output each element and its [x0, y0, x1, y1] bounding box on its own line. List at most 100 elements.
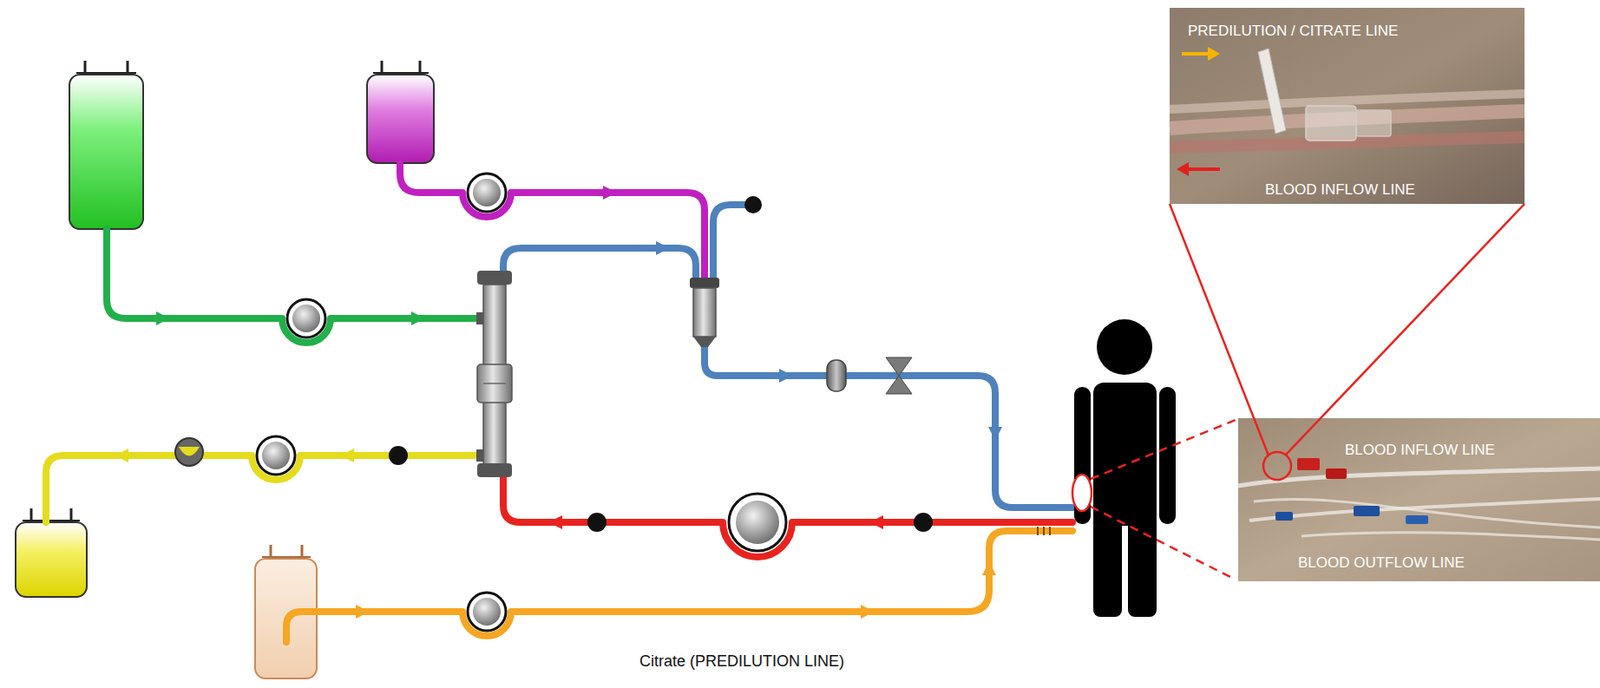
line-ticks — [1049, 526, 1051, 536]
photo-inset-bottom — [1325, 468, 1347, 479]
zoom-leader — [1090, 506, 1236, 580]
drip-chamber — [693, 336, 716, 348]
dialysate-bag — [69, 74, 144, 230]
dialysate-bag — [69, 60, 144, 230]
hemofilter — [476, 449, 484, 462]
photo-inset-top — [1169, 7, 1525, 204]
flow-arrow — [982, 561, 997, 576]
drip-chamber — [693, 288, 716, 337]
blood-leak-detector — [178, 446, 200, 457]
pump-rotor — [467, 592, 506, 631]
flow-arrow — [988, 426, 1003, 441]
pump-rotor — [292, 304, 321, 333]
patient-figure — [1159, 386, 1176, 525]
photo-inset-bottom — [1301, 532, 1600, 540]
line-clamp — [885, 357, 912, 376]
effluent-bag — [15, 522, 87, 597]
flow-arrow — [779, 368, 794, 383]
citrate-bag — [262, 556, 311, 558]
photo-inset-top — [1258, 48, 1286, 134]
access-site-marker — [1072, 474, 1092, 512]
hemofilter — [483, 382, 506, 385]
photo-inset-top — [1169, 7, 1525, 204]
flow-arrow — [655, 241, 670, 256]
photo-inset-bottom — [1238, 468, 1600, 486]
dialysate-line — [106, 229, 480, 343]
patient-figure — [1093, 382, 1157, 526]
photo-callout: PREDILUTION / CITRATE LINE BLOOD INFLOW L… — [1169, 7, 1525, 204]
photo-inset-top — [1186, 167, 1220, 171]
flow-arrow — [355, 604, 370, 619]
return-line — [704, 347, 1073, 508]
hemofilter — [476, 270, 512, 478]
photo-inset-top — [1207, 46, 1220, 61]
patient-figure — [1093, 511, 1122, 617]
pressure-sensor — [388, 445, 408, 466]
flow-arrow — [860, 604, 875, 619]
photo-inset-bottom — [1297, 458, 1320, 471]
pump-rotor — [262, 441, 290, 470]
pump-rotor — [287, 299, 326, 338]
pressure-sensor — [744, 196, 762, 214]
replacement-bag — [367, 60, 434, 164]
zoom-leader — [1090, 419, 1236, 479]
flow-arrow — [340, 448, 355, 463]
flow-arrow — [156, 311, 171, 326]
blood-leak-detector — [175, 438, 204, 466]
line-ticks — [1037, 526, 1050, 536]
hemofilter — [477, 364, 512, 403]
line-caption: Citrate (PREDILUTION LINE) — [639, 651, 845, 671]
blood-leak-detector — [175, 438, 204, 466]
photo-inset-bottom — [1238, 418, 1600, 582]
drip-chamber — [689, 277, 720, 289]
air-detector — [826, 360, 846, 392]
pressure-sensor — [587, 512, 607, 532]
line-label: BLOOD INFLOW LINE — [1265, 181, 1416, 199]
zoom-callout-line — [1285, 203, 1525, 455]
dialysate-bag — [76, 72, 137, 74]
photo-inset-bottom — [1405, 515, 1429, 525]
flow-arrow — [411, 311, 426, 326]
citrate-line — [286, 531, 1073, 643]
tubing — [45, 163, 1073, 643]
effluent-bag — [15, 508, 87, 597]
photo-inset-top — [1176, 162, 1189, 177]
flow-arrow — [603, 185, 617, 200]
photo-inset-bottom — [1238, 418, 1600, 582]
hemofilter — [477, 463, 512, 478]
photo-inset-bottom — [1353, 505, 1380, 517]
line-ticks — [1036, 526, 1039, 536]
line-label: BLOOD INFLOW LINE — [1344, 441, 1496, 460]
line-ticks — [1042, 526, 1045, 536]
flow-arrow — [114, 185, 1003, 619]
post-filter-line — [503, 248, 696, 281]
vent-line — [713, 204, 748, 281]
pump-rotor — [728, 493, 787, 551]
pump-rotor — [735, 500, 780, 545]
pressure-sensor — [388, 196, 933, 532]
zoom-callout-line — [1169, 203, 1269, 456]
line-label: PREDILUTION / CITRATE LINE — [1187, 22, 1398, 40]
pressure-sensor — [913, 512, 933, 532]
pump-rotor — [472, 597, 501, 626]
replacement-bag — [373, 72, 429, 74]
replacement-line — [400, 163, 705, 281]
photo-inset-bottom — [1275, 511, 1293, 521]
replacement-bag — [367, 74, 434, 164]
zoom-leader — [1090, 419, 1236, 580]
flow-arrow — [114, 448, 129, 463]
pump-rotor — [472, 178, 501, 207]
pump-rotor — [467, 173, 506, 212]
line-clamp — [885, 375, 912, 394]
photo-inset-top — [1305, 105, 1357, 141]
photo-callout: BLOOD INFLOW LINEBLOOD OUTFLOW LINE — [1238, 418, 1600, 582]
photo-inset-bottom — [1253, 498, 1600, 528]
flow-arrow — [548, 515, 563, 530]
photo-inset-top — [1181, 52, 1210, 56]
hemofilter — [476, 312, 484, 325]
drip-chamber — [689, 277, 720, 348]
flow-arrow — [869, 515, 884, 530]
